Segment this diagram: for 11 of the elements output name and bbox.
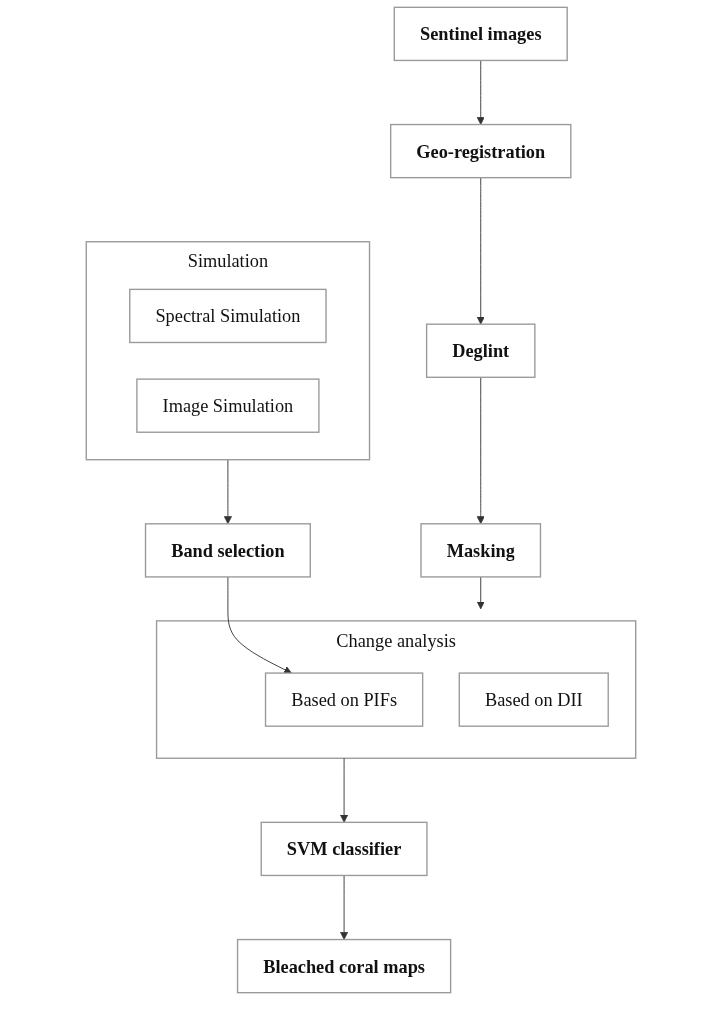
node-box: Deglint <box>425 323 536 378</box>
node-box: Spectral Simulation <box>129 288 327 344</box>
node-box: SVM classifier <box>260 821 428 877</box>
node-box: Geo-registration <box>390 123 572 179</box>
node-box: Based on DII <box>458 672 609 727</box>
node-box: Band selection <box>144 523 311 578</box>
node-box: Bleached coral maps <box>236 938 452 994</box>
node-box: Image Simulation <box>136 378 320 433</box>
node-box: Sentinel images <box>393 6 568 62</box>
node-box: Based on PIFs <box>264 672 424 727</box>
node-box: Masking <box>420 523 542 578</box>
